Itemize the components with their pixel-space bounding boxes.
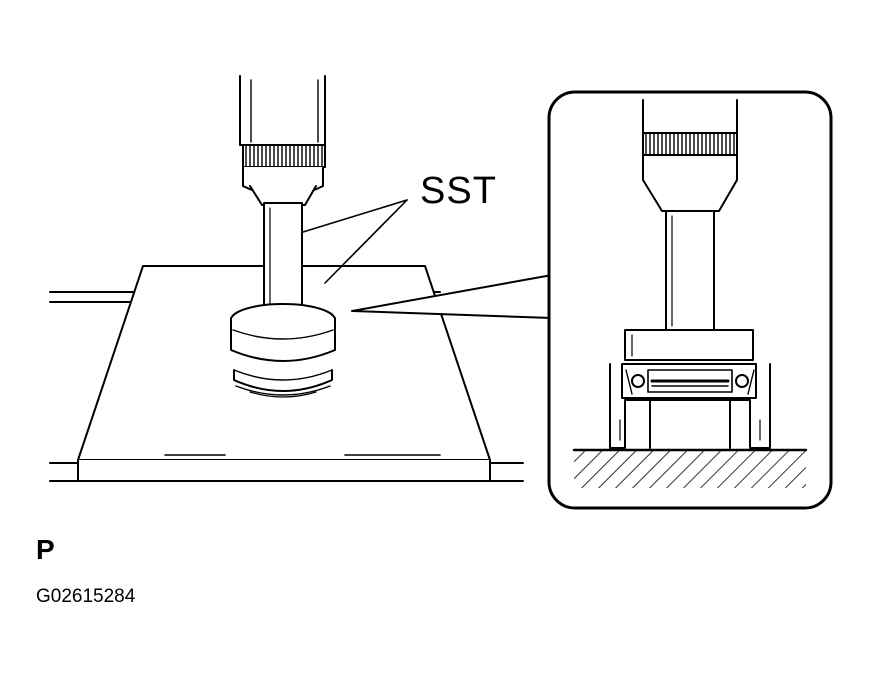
- callout-pointer: [351, 274, 553, 319]
- bench-rails: [49, 291, 524, 482]
- step-label: P: [36, 534, 55, 565]
- press-plate: [77, 265, 491, 482]
- sst-label: SST: [420, 170, 497, 212]
- sst-tool: [230, 202, 336, 398]
- figure-code: G02615284: [36, 586, 136, 607]
- detail-inset: [547, 90, 833, 510]
- press-ram: [239, 75, 326, 206]
- sst-leader-lines: [302, 199, 408, 284]
